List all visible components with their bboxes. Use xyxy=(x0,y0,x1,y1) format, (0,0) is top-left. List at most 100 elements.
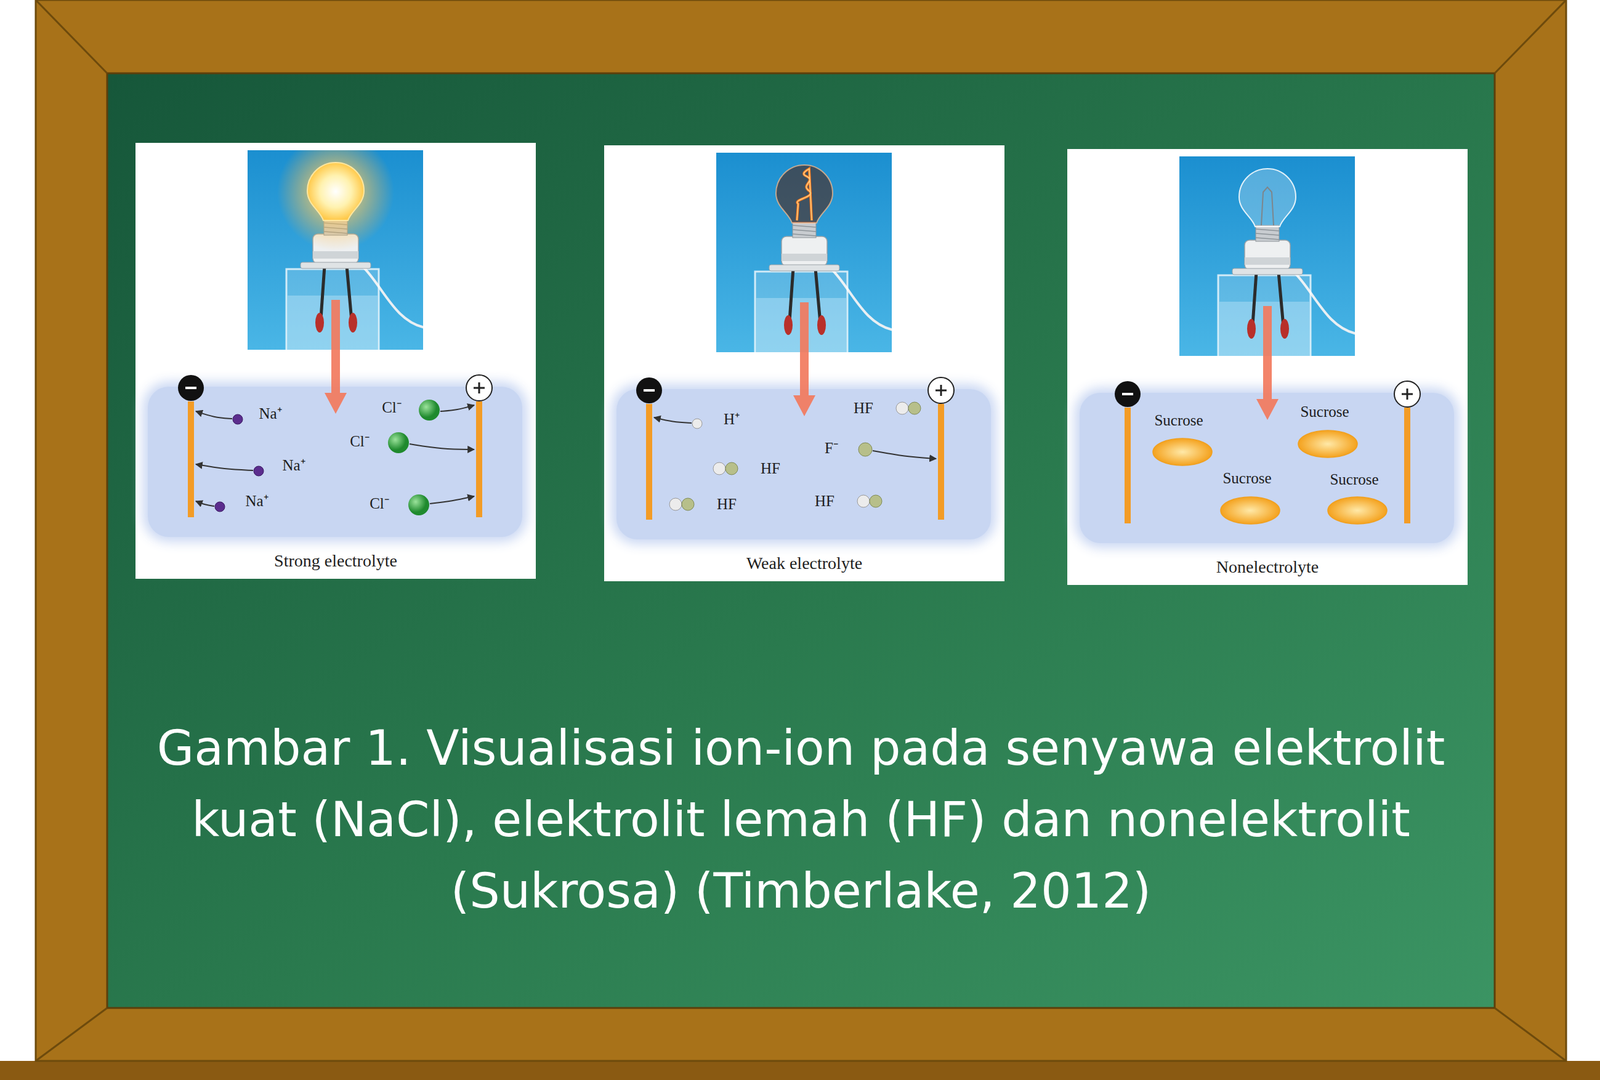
socket-band xyxy=(312,251,359,259)
sucrose-molecule xyxy=(1220,496,1280,525)
clip-red xyxy=(315,312,324,333)
particle-label: Na⁺ xyxy=(258,405,282,423)
hydrogen-ion xyxy=(692,418,703,429)
migration-arrow xyxy=(654,417,692,424)
floor-bar xyxy=(0,1061,1600,1080)
migration-arrow xyxy=(429,496,475,504)
particle-label: HF xyxy=(760,460,781,478)
plus-sign xyxy=(478,382,481,394)
electrode xyxy=(1404,407,1411,524)
frame-bevel xyxy=(1494,1008,1567,1062)
figure-caption: Gambar 1. Visualisasi ion-ion pada senya… xyxy=(128,712,1474,927)
socket-band xyxy=(1244,257,1291,265)
clip-red xyxy=(1247,319,1256,339)
solution-box: H⁺ HF F⁻ HF HF HF xyxy=(616,389,991,540)
green-board xyxy=(107,73,1495,1009)
particle-label: Na⁺ xyxy=(282,456,305,475)
screw-ridge xyxy=(1255,237,1280,240)
hf-f-atom xyxy=(908,402,921,415)
bulb-glow xyxy=(277,150,395,251)
particle-label: HF xyxy=(716,495,737,514)
bulb-screw xyxy=(792,221,817,238)
socket-base xyxy=(300,262,371,269)
screw-ridge xyxy=(792,234,817,236)
hf-h-atom xyxy=(713,462,726,475)
particle-label: Sucrose xyxy=(1300,403,1349,421)
bulb-glass xyxy=(775,165,833,223)
screw-ridge xyxy=(1255,233,1280,236)
solution-illustration xyxy=(1079,392,1455,544)
negative-terminal xyxy=(1114,381,1141,408)
screw-ridge xyxy=(792,225,817,228)
particle-label: Sucrose xyxy=(1222,469,1272,488)
hf-f-atom xyxy=(681,498,695,511)
clip-red xyxy=(1280,319,1289,339)
migration-arrow xyxy=(195,411,233,419)
migration-arrow xyxy=(195,501,215,507)
hf-h-atom xyxy=(669,498,682,511)
sodium-ion xyxy=(253,466,264,477)
filament xyxy=(1261,187,1274,226)
clip-red xyxy=(817,315,826,336)
socket xyxy=(781,236,828,267)
socket xyxy=(1244,240,1291,270)
electrode xyxy=(187,401,194,518)
sucrose-molecule xyxy=(1152,438,1213,466)
figure-panel: Strong electrolyteNa⁺Cl⁻Cl⁻Na⁺Na⁺Cl⁻ xyxy=(135,142,536,579)
clip-red xyxy=(783,315,793,336)
particle-label: Cl⁻ xyxy=(349,432,370,451)
hf-f-atom xyxy=(869,495,882,508)
sodium-ion xyxy=(232,414,243,425)
frame-bevel xyxy=(35,1008,108,1062)
frame-bevel xyxy=(35,0,108,74)
electrode xyxy=(1124,407,1131,524)
bulb-glass xyxy=(1239,168,1296,227)
indicator-arrow xyxy=(793,302,816,417)
socket-base xyxy=(1232,268,1303,275)
solution-box: SucroseSucroseSucroseSucrose xyxy=(1079,392,1455,544)
electrode xyxy=(937,404,945,520)
particle-label: Sucrose xyxy=(1329,471,1379,489)
particle-label: HF xyxy=(853,399,874,417)
positive-terminal xyxy=(1394,381,1421,408)
panel-caption: Weak electrolyte xyxy=(746,553,863,574)
plus-sign xyxy=(1406,388,1409,400)
bulb-screw xyxy=(1255,225,1280,242)
solution-illustration xyxy=(616,389,991,540)
chloride-ion xyxy=(387,432,409,454)
screw-ridge xyxy=(792,229,817,232)
hf-f-atom xyxy=(725,462,738,475)
plus-sign xyxy=(940,384,943,396)
filament xyxy=(796,168,812,221)
positive-terminal xyxy=(466,375,493,401)
solution-box: Na⁺Cl⁻Cl⁻Na⁺Na⁺Cl⁻ xyxy=(147,386,523,538)
migration-arrow xyxy=(409,444,475,450)
particle-label: Cl⁻ xyxy=(369,495,390,513)
migration-arrow xyxy=(195,464,254,471)
hf-h-atom xyxy=(857,495,870,508)
minus-sign xyxy=(643,389,655,392)
panel-caption: Strong electrolyte xyxy=(274,550,398,572)
sodium-ion xyxy=(214,501,225,512)
positive-terminal xyxy=(928,377,954,404)
electrode xyxy=(476,401,483,518)
socket-band xyxy=(781,253,828,262)
panel-caption: Nonelectrolyte xyxy=(1216,556,1319,578)
particle-label: H⁺ xyxy=(723,410,740,429)
particle-label: HF xyxy=(814,492,835,510)
particle-label: F⁻ xyxy=(824,439,839,457)
bulb-glass xyxy=(307,162,364,221)
negative-terminal xyxy=(177,375,204,401)
sucrose-molecule xyxy=(1298,430,1358,458)
negative-terminal xyxy=(636,377,663,404)
figure-panel: NonelectrolyteSucroseSucroseSucroseSucro… xyxy=(1067,149,1468,586)
clip-red xyxy=(348,312,358,333)
migration-arrow xyxy=(440,405,475,412)
minus-sign xyxy=(1122,392,1134,396)
minus-sign xyxy=(185,386,197,390)
filament-core xyxy=(796,168,812,221)
particle-label: Sucrose xyxy=(1154,412,1203,430)
migration-arrow xyxy=(872,450,937,459)
chloride-ion xyxy=(408,494,430,516)
hf-h-atom xyxy=(896,402,909,415)
